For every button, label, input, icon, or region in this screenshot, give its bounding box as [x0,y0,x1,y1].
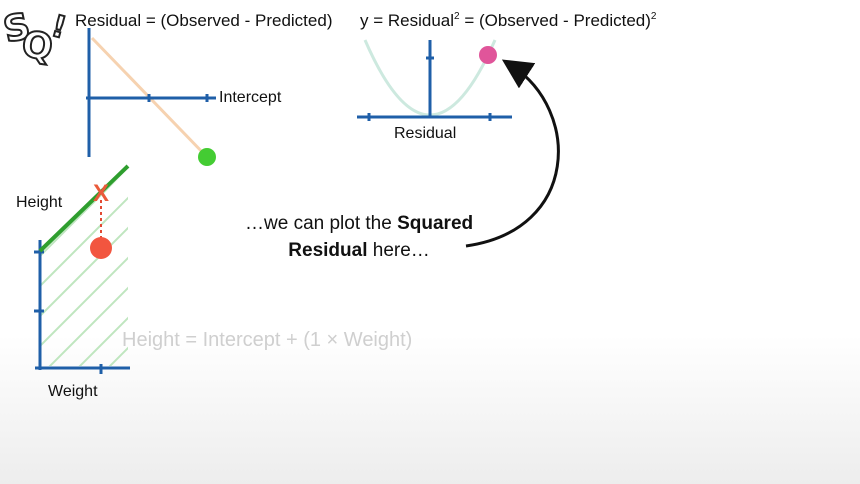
curved-arrow [465,59,560,248]
note-part-1: …we can plot the [245,213,398,234]
green-point [198,148,216,166]
note-bold-1: Squared [397,213,474,234]
weight-axis-label: Weight [48,383,98,400]
squared-residual-plot [357,39,512,121]
annotation-note: …we can plot the Squared Residual here… [245,210,473,264]
eq2-middle: = (Observed - Predicted) [459,11,651,30]
note-line-1: …we can plot the Squared [245,210,473,237]
residual-plot [86,28,216,166]
model-equation: Height = Intercept + (1 × Weight) [122,329,413,351]
residual-axis-label: Residual [394,125,457,142]
intercept-axis-label: Intercept [219,89,282,106]
note-bold-2: Residual [288,240,368,261]
eq2-sup-1: 2 [454,11,460,22]
fit-line [38,164,130,253]
red-point [90,237,112,259]
height-axis-label: Height [16,194,63,211]
pink-point [479,46,497,64]
height-weight-plot: X [34,164,130,374]
eq2-prefix: y = Residual [360,11,455,30]
note-line-2: Residual here… [245,237,473,264]
squared-residual-equation: y = Residual2 = (Observed - Predicted)2 [360,11,656,31]
note-part-2: here… [367,240,430,261]
residual-equation: Residual = (Observed - Predicted) [75,11,333,30]
fit-marker-x: X [93,180,109,207]
eq2-sup-2: 2 [650,11,657,22]
